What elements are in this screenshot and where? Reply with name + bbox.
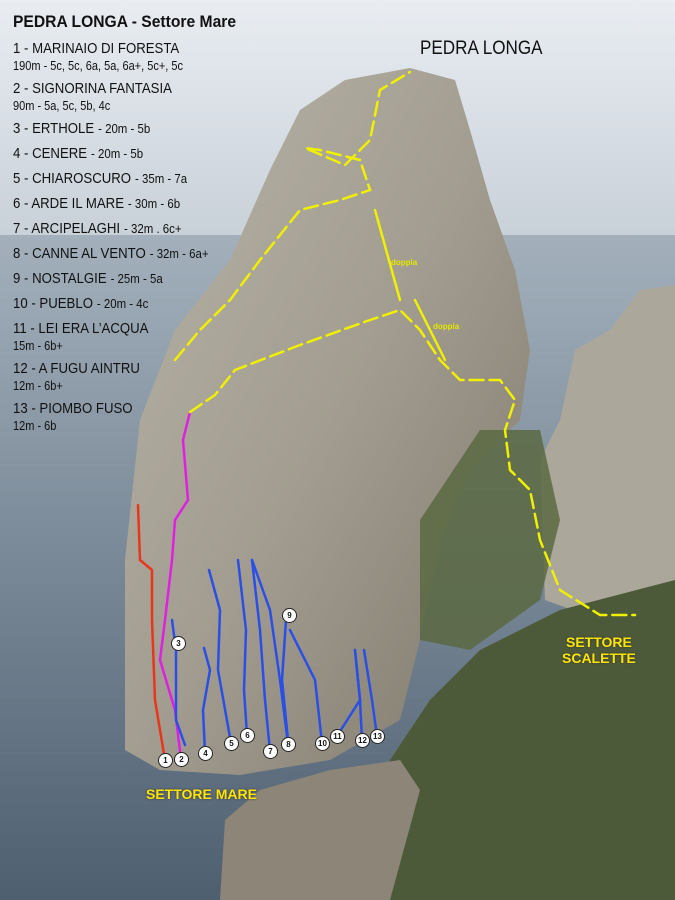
- legend-route: 13 - PIOMBO FUSO 12m - 6b: [13, 400, 226, 433]
- route-info: 90m - 5a, 5c, 5b, 4c: [13, 99, 111, 113]
- route-info: - 35m - 7a: [135, 171, 188, 186]
- route-6-line: [236, 558, 249, 737]
- legend-route: 1 - MARINAIO DI FORESTA 190m - 5c, 5c, 6a…: [13, 40, 226, 73]
- route-name: 4 - CENERE: [13, 145, 88, 162]
- route-marker[interactable]: 4: [198, 746, 213, 761]
- legend-route: 7 - ARCIPELAGHI - 32m . 6c+: [13, 220, 226, 238]
- rappel-line: [373, 208, 447, 362]
- route-1-line: [136, 503, 167, 762]
- route-marker[interactable]: 6: [240, 728, 255, 743]
- route-name: 8 - CANNE AL VENTO: [13, 245, 146, 262]
- route-4-line: [201, 646, 212, 755]
- approach-path: [188, 308, 637, 617]
- route-10-line: [288, 628, 324, 745]
- route-name: 11 - LEI ERA L’ACQUA: [13, 320, 149, 337]
- legend-route: 5 - CHIAROSCURO - 35m - 7a: [13, 170, 226, 188]
- route-marker[interactable]: 12: [355, 733, 370, 748]
- route-legend: PEDRA LONGA - Settore Mare 1 - MARINAIO …: [13, 12, 255, 440]
- sector-scalette-line2: SCALETTE: [562, 650, 636, 666]
- rappel-label: doppia: [433, 322, 460, 331]
- route-name: 10 - PUEBLO: [13, 295, 93, 312]
- route-name: 2 - SIGNORINA FANTASIA: [13, 80, 172, 97]
- route-info: 190m - 5c, 5c, 6a, 5a, 6a+, 5c+, 5c: [13, 59, 183, 73]
- peak-label: PEDRA LONGA: [420, 38, 543, 59]
- route-info: - 32m . 6c+: [124, 221, 182, 236]
- route-marker[interactable]: 10: [315, 736, 330, 751]
- legend-route: 12 - A FUGU AINTRU 12m - 6b+: [13, 360, 226, 393]
- route-info: - 20m - 5b: [91, 146, 144, 161]
- route-info: - 20m - 4c: [96, 296, 149, 311]
- rappel-label: doppia: [391, 258, 418, 267]
- route-info: - 32m - 6a+: [149, 246, 209, 261]
- route-7-line: [250, 558, 272, 753]
- route-info: - 20m - 5b: [98, 121, 151, 136]
- route-2-line: [158, 410, 192, 761]
- route-info: 12m - 6b: [13, 419, 57, 433]
- right-cliff: [540, 285, 675, 620]
- route-marker[interactable]: 1: [158, 753, 173, 768]
- descent-path: [173, 70, 412, 362]
- route-name: 9 - NOSTALGIE: [13, 270, 107, 287]
- route-info: - 30m - 6b: [127, 196, 181, 211]
- legend-route: 2 - SIGNORINA FANTASIA 90m - 5a, 5c, 5b, …: [13, 80, 226, 113]
- route-info: - 25m - 5a: [110, 271, 163, 286]
- sector-mare-label: SETTORE MARE: [146, 786, 257, 802]
- legend-route: 11 - LEI ERA L’ACQUA 15m - 6b+: [13, 320, 226, 353]
- route-12-line: [353, 648, 364, 742]
- legend-route: 10 - PUEBLO - 20m - 4c: [13, 295, 226, 313]
- route-name: 1 - MARINAIO DI FORESTA: [13, 40, 180, 57]
- route-5-line: [207, 568, 233, 745]
- legend-route: 6 - ARDE IL MARE - 30m - 6b: [13, 195, 226, 213]
- route-name: 6 - ARDE IL MARE: [13, 195, 125, 212]
- route-3-line: [170, 618, 187, 747]
- legend-route: 4 - CENERE - 20m - 5b: [13, 145, 226, 163]
- route-9-line: [280, 618, 290, 742]
- route-marker[interactable]: 9: [282, 608, 297, 623]
- vegetation: [380, 580, 675, 900]
- route-name: 3 - ERTHOLE: [13, 120, 95, 137]
- route-name: 13 - PIOMBO FUSO: [13, 400, 133, 417]
- route-marker[interactable]: 3: [171, 636, 186, 651]
- route-marker[interactable]: 11: [330, 729, 345, 744]
- pedra-longa-rock: [125, 68, 530, 775]
- sector-scalette-line1: SETTORE: [566, 634, 632, 650]
- route-13-line: [362, 648, 379, 738]
- route-marker[interactable]: 13: [370, 729, 385, 744]
- route-info: 12m - 6b+: [13, 379, 63, 393]
- route-marker[interactable]: 2: [174, 752, 189, 767]
- route-name: 5 - CHIAROSCURO: [13, 170, 132, 187]
- route-info: 15m - 6b+: [13, 339, 63, 353]
- legend-route: 8 - CANNE AL VENTO - 32m - 6a+: [13, 245, 226, 263]
- route-name: 12 - A FUGU AINTRU: [13, 360, 140, 377]
- route-marker[interactable]: 5: [224, 736, 239, 751]
- route-marker[interactable]: 8: [281, 737, 296, 752]
- route-marker[interactable]: 7: [263, 744, 278, 759]
- shore-rocks: [220, 760, 420, 900]
- legend-route: 3 - ERTHOLE - 20m - 5b: [13, 120, 226, 138]
- route-name: 7 - ARCIPELAGHI: [13, 220, 121, 237]
- legend-route: 9 - NOSTALGIE - 25m - 5a: [13, 270, 226, 288]
- topo-title: PEDRA LONGA - Settore Mare: [13, 12, 237, 31]
